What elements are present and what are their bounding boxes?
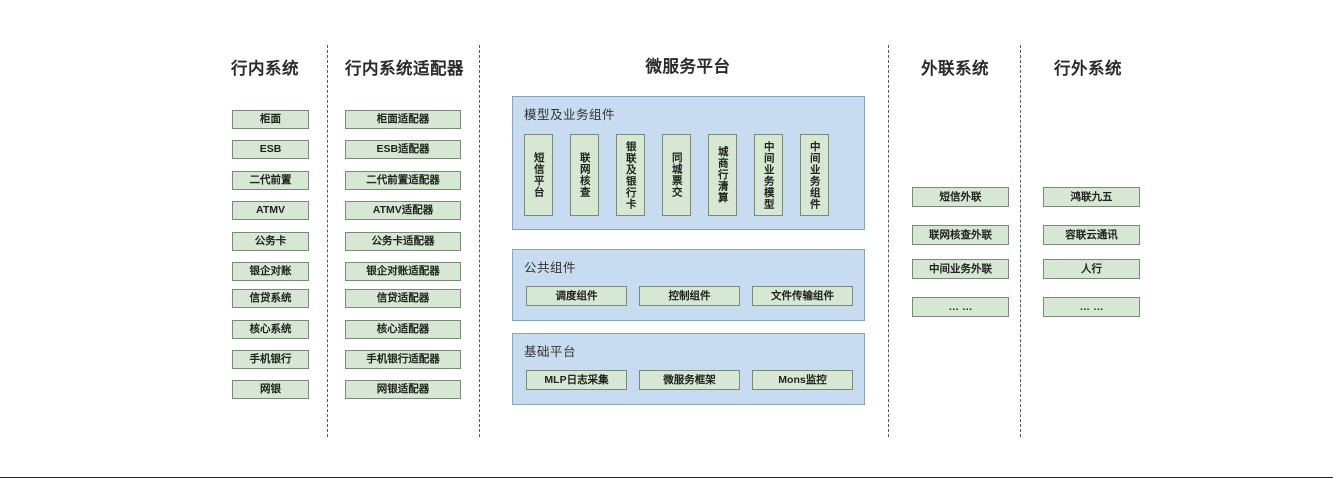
- node-base-platform-component[interactable]: 微服务框架: [639, 370, 740, 390]
- node-in-bank-adapter[interactable]: ATMV适配器: [345, 201, 461, 220]
- node-public-component[interactable]: 文件传输组件: [752, 286, 853, 306]
- separator-1: [327, 45, 328, 437]
- panel-label-base-platform: 基础平台: [524, 345, 577, 359]
- node-external-link-system[interactable]: 短信外联: [912, 187, 1009, 207]
- panel-public-components: 公共组件: [512, 249, 865, 321]
- column-title-external-link-systems: 外联系统: [921, 60, 989, 78]
- node-in-bank-system[interactable]: ESB: [232, 140, 309, 159]
- node-in-bank-adapter[interactable]: 柜面适配器: [345, 110, 461, 129]
- node-in-bank-system[interactable]: 柜面: [232, 110, 309, 129]
- panel-base-platform: 基础平台: [512, 333, 865, 405]
- node-external-link-system[interactable]: … …: [912, 297, 1009, 317]
- node-external-link-system[interactable]: 中间业务外联: [912, 259, 1009, 279]
- node-outside-bank-system[interactable]: … …: [1043, 297, 1140, 317]
- bottom-divider: [0, 477, 1333, 478]
- node-in-bank-system[interactable]: 核心系统: [232, 320, 309, 339]
- node-in-bank-adapter[interactable]: 二代前置适配器: [345, 171, 461, 190]
- node-model-component[interactable]: 短信平台: [524, 134, 553, 216]
- node-outside-bank-system[interactable]: 容联云通讯: [1043, 225, 1140, 245]
- node-in-bank-system[interactable]: 二代前置: [232, 171, 309, 190]
- node-in-bank-system[interactable]: ATMV: [232, 201, 309, 220]
- node-model-component[interactable]: 中间业务模型: [754, 134, 783, 216]
- node-model-component[interactable]: 同城票交: [662, 134, 691, 216]
- node-in-bank-adapter[interactable]: 手机银行适配器: [345, 350, 461, 369]
- node-in-bank-system[interactable]: 手机银行: [232, 350, 309, 369]
- node-in-bank-adapter[interactable]: 信贷适配器: [345, 289, 461, 308]
- separator-3: [888, 45, 889, 437]
- node-public-component[interactable]: 调度组件: [526, 286, 627, 306]
- node-in-bank-system[interactable]: 银企对账: [232, 262, 309, 281]
- separator-2: [479, 45, 480, 437]
- column-title-in-bank-systems: 行内系统: [231, 60, 299, 78]
- node-in-bank-adapter[interactable]: 银企对账适配器: [345, 262, 461, 281]
- node-model-component[interactable]: 银联及银行卡: [616, 134, 645, 216]
- node-in-bank-adapter[interactable]: 公务卡适配器: [345, 232, 461, 251]
- node-base-platform-component[interactable]: MLP日志采集: [526, 370, 627, 390]
- node-public-component[interactable]: 控制组件: [639, 286, 740, 306]
- node-in-bank-adapter[interactable]: 网银适配器: [345, 380, 461, 399]
- node-outside-bank-system[interactable]: 人行: [1043, 259, 1140, 279]
- node-base-platform-component[interactable]: Mons监控: [752, 370, 853, 390]
- column-title-microservice-platform: 微服务平台: [645, 58, 731, 76]
- node-in-bank-adapter[interactable]: 核心适配器: [345, 320, 461, 339]
- node-model-component[interactable]: 中间业务组件: [800, 134, 829, 216]
- column-title-in-bank-adapters: 行内系统适配器: [345, 60, 464, 78]
- column-title-outside-bank-systems: 行外系统: [1054, 60, 1122, 78]
- panel-label-public-components: 公共组件: [524, 261, 577, 275]
- node-in-bank-adapter[interactable]: ESB适配器: [345, 140, 461, 159]
- node-external-link-system[interactable]: 联网核查外联: [912, 225, 1009, 245]
- node-in-bank-system[interactable]: 公务卡: [232, 232, 309, 251]
- node-in-bank-system[interactable]: 信贷系统: [232, 289, 309, 308]
- node-in-bank-system[interactable]: 网银: [232, 380, 309, 399]
- node-outside-bank-system[interactable]: 鸿联九五: [1043, 187, 1140, 207]
- node-model-component[interactable]: 城商行清算: [708, 134, 737, 216]
- node-model-component[interactable]: 联网核查: [570, 134, 599, 216]
- panel-label-model-business-components: 模型及业务组件: [524, 108, 616, 122]
- separator-4: [1020, 45, 1021, 437]
